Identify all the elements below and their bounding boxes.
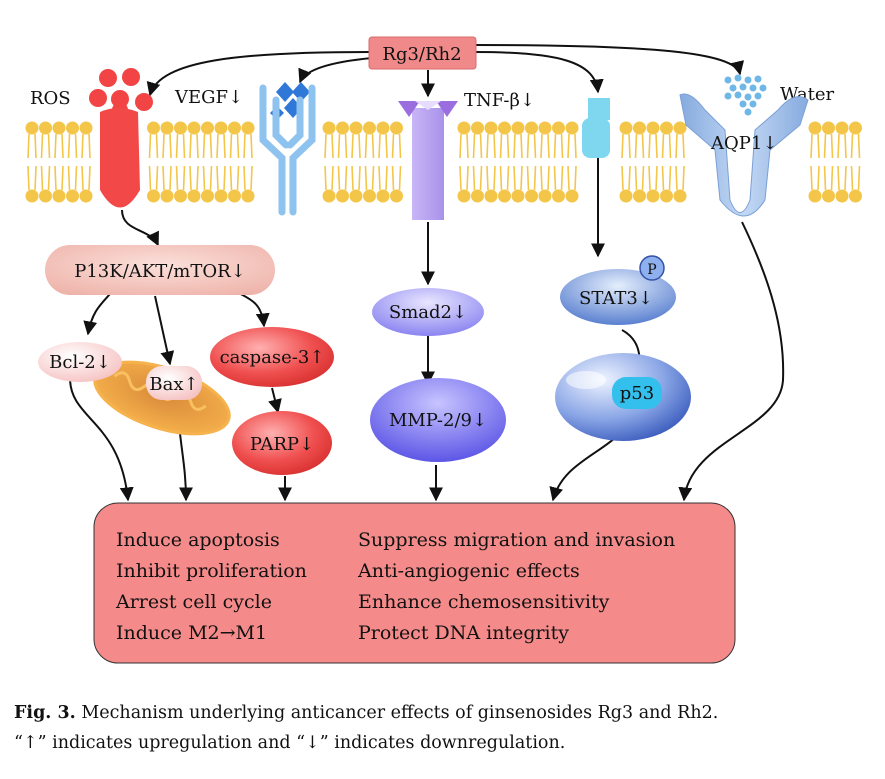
smad2-node: Smad2↓ <box>372 288 484 336</box>
caption-text-2: “↑” indicates upregulation and “↓” indic… <box>14 733 566 753</box>
stat-receptor-group <box>582 98 610 158</box>
stat-receptor-top <box>588 98 610 120</box>
figure-caption: Fig. 3. Mechanism underlying anticancer … <box>14 698 884 758</box>
stat-receptor <box>582 118 610 158</box>
stat3-node: STAT3↓ P <box>560 255 676 325</box>
caspase3-label: caspase-3↑ <box>220 347 325 368</box>
pathway-diagram: Rg3/Rh2 ROS VEGF↓ <box>25 36 862 664</box>
effect-arrest-cell-cycle: Arrest cell cycle <box>115 591 272 613</box>
ros-label: ROS <box>30 88 71 109</box>
mmp-node: MMP-2/9↓ <box>370 378 506 462</box>
effect-protect-dna: Protect DNA integrity <box>358 622 569 644</box>
effects-box: Induce apoptosis Inhibit proliferation A… <box>93 502 736 664</box>
caspase3-node: caspase-3↑ <box>210 327 334 387</box>
rg3-rh2-label: Rg3/Rh2 <box>382 44 461 65</box>
caption-text-1: Mechanism underlying anticancer effects … <box>81 703 719 723</box>
phospho-badge <box>639 255 665 281</box>
effect-inhibit-proliferation: Inhibit proliferation <box>116 560 307 582</box>
vegf-label: VEGF↓ <box>174 87 243 108</box>
tnf-ligand-right <box>436 101 458 117</box>
mmp-label: MMP-2/9↓ <box>389 410 487 431</box>
tnf-ligand-left <box>398 101 420 117</box>
effect-induce-m2-m1: Induce M2→M1 <box>116 622 267 644</box>
cell-membrane <box>25 121 862 203</box>
aqp1-channel <box>679 93 809 217</box>
tnf-ligand-center <box>415 101 441 110</box>
rg3-arrows <box>146 44 744 98</box>
ros-group: ROS <box>30 68 153 208</box>
nucleus: p53 <box>555 353 691 441</box>
bcl2-label: Bcl-2↓ <box>49 352 111 373</box>
p53-node <box>612 377 662 409</box>
rg3-rh2-node: Rg3/Rh2 <box>368 36 477 70</box>
aqp1-group: Water AQP1↓ <box>679 74 835 217</box>
effect-chemosensitivity: Enhance chemosensitivity <box>358 591 610 613</box>
caption-line-1: Fig. 3. Mechanism underlying anticancer … <box>14 698 884 728</box>
smad2-label: Smad2↓ <box>389 302 467 323</box>
vegf-receptor <box>259 84 316 216</box>
pi3k-label: P13K/AKT/mTOR↓ <box>74 261 246 282</box>
parp-label: PARP↓ <box>250 434 314 455</box>
tnf-receptor <box>412 108 444 220</box>
ros-receptor <box>100 108 140 208</box>
phospho-label: P <box>647 262 656 278</box>
tnf-label: TNF-β↓ <box>464 90 535 111</box>
bax-node: Bax↑ <box>146 366 202 400</box>
p53-label: p53 <box>620 383 654 404</box>
effect-anti-angiogenic: Anti-angiogenic effects <box>357 560 580 582</box>
parp-node: PARP↓ <box>232 411 332 475</box>
caption-label: Fig. 3. <box>14 703 76 723</box>
vegf-receptor-group: VEGF↓ <box>174 82 316 216</box>
pi3k-node: P13K/AKT/mTOR↓ <box>45 245 275 295</box>
effect-suppress-migration: Suppress migration and invasion <box>358 529 675 551</box>
water-molecules <box>724 74 767 116</box>
bcl2-node: Bcl-2↓ <box>38 342 122 382</box>
stat3-label: STAT3↓ <box>579 288 653 309</box>
tnf-receptor-group: TNF-β↓ <box>398 90 535 220</box>
aqp1-label: AQP1↓ <box>710 133 777 154</box>
effect-induce-apoptosis: Induce apoptosis <box>116 529 280 551</box>
bax-label: Bax↑ <box>149 374 198 395</box>
